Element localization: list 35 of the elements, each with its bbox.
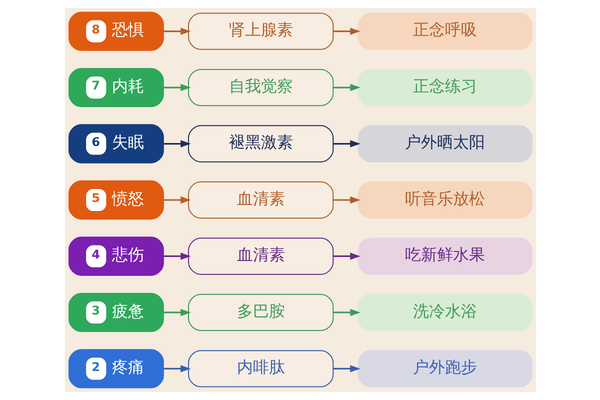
- arrow: [163, 252, 190, 260]
- node-box: 4 悲伤: [68, 236, 164, 276]
- arrow: [332, 28, 360, 35]
- node-box: 正念呼吸: [357, 12, 532, 50]
- node-box: 户外晒太阳: [357, 125, 532, 162]
- arrow: [163, 365, 190, 372]
- node-box: 褪黑激素: [188, 125, 334, 162]
- arrow: [332, 140, 360, 148]
- node-box: 肾上腺素: [188, 12, 334, 50]
- arrow: [163, 196, 190, 204]
- arrow: [163, 308, 190, 316]
- node-box: 血清素: [188, 181, 334, 219]
- node-box: 多巴胺: [188, 294, 334, 332]
- node-box: 5 愤怒: [68, 180, 164, 220]
- node-box: 3 疲惫: [68, 292, 164, 332]
- node-box: 正念练习: [357, 68, 532, 106]
- node-box: 吃新鲜水果: [357, 238, 532, 275]
- arrow: [332, 252, 360, 260]
- arrow: [332, 308, 360, 316]
- arrow: [163, 84, 190, 92]
- node-box: 户外跑步: [357, 350, 532, 388]
- node-box: 自我觉察: [188, 68, 334, 106]
- arrow: [332, 365, 360, 372]
- node-box: 听音乐放松: [357, 181, 532, 219]
- arrow: [332, 196, 360, 204]
- node-box: 血清素: [188, 238, 334, 275]
- arrow: [163, 140, 190, 148]
- arrow: [332, 84, 360, 92]
- node-box: 洗冷水浴: [357, 294, 532, 332]
- node-box: 7 内耗: [68, 68, 164, 108]
- node-box: 8 恐惧: [68, 12, 164, 51]
- node-box: 6 失眠: [68, 124, 164, 164]
- node-box: 内啡肽: [188, 350, 334, 388]
- arrow: [163, 28, 190, 35]
- node-box: 2 疼痛: [68, 349, 164, 388]
